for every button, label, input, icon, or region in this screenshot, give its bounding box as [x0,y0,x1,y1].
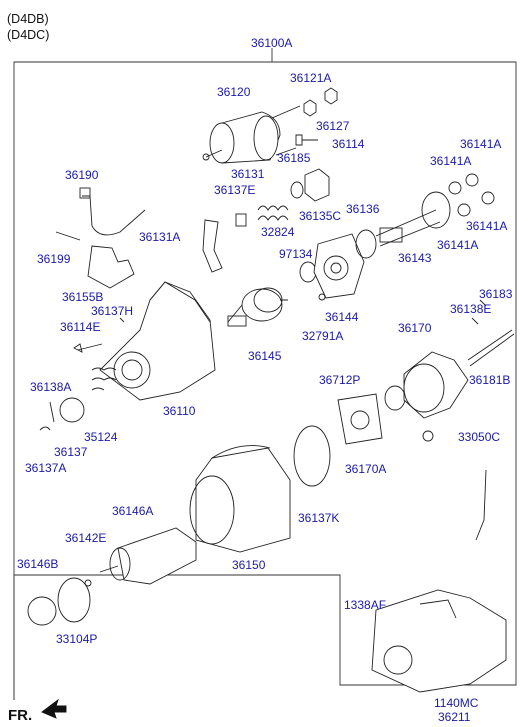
front-direction-label: FR. [8,707,33,724]
part-label-36170A[interactable]: 36170A [345,462,387,476]
washer-36146b [27,596,57,626]
part-label-36141A-4[interactable]: 36141A [437,238,479,252]
bracket-36155b [87,245,135,289]
gear-housing-36144 [313,233,365,299]
clip-36138a [49,401,55,423]
part-label-36137E[interactable]: 36137E [214,183,256,197]
yoke-36150 [189,445,291,553]
part-label-97134[interactable]: 97134 [279,247,313,261]
oring-36137k [293,425,331,487]
part-label-36190[interactable]: 36190 [65,168,99,182]
part-label-36136[interactable]: 36136 [346,202,380,216]
engine-code-d4dc: (D4DC) [7,28,50,42]
planet-gear-1 [448,181,462,195]
part-label-36150[interactable]: 36150 [232,558,266,572]
part-label-36145[interactable]: 36145 [248,349,282,363]
part-label-36137A[interactable]: 36137A [25,461,67,475]
part-label-36155B[interactable]: 36155B [62,290,104,304]
part-label-36114E[interactable]: 36114E [60,320,101,334]
part-label-36120[interactable]: 36120 [217,85,251,99]
part-label-36712P[interactable]: 36712P [319,373,361,387]
part-label-36142E[interactable]: 36142E [65,531,107,545]
part-label-36131[interactable]: 36131 [231,167,265,181]
part-label-36131A[interactable]: 36131A [139,230,181,244]
planet-gear-2 [465,173,479,187]
part-label-32791A[interactable]: 32791A [302,329,344,343]
part-label-36138E[interactable]: 36138E [450,302,492,316]
part-label-36144[interactable]: 36144 [325,310,359,324]
pinion-part [227,287,288,327]
bolt-33050c [422,430,434,442]
harness-36190 [82,195,146,236]
part-label-36110[interactable]: 36110 [163,404,196,418]
clip-36137a [39,426,51,431]
part-label-36211[interactable]: 36211 [438,710,471,724]
part-label-36114[interactable]: 36114 [332,137,365,151]
part-label-36146A[interactable]: 36146A [112,504,154,518]
pin-36137e [235,213,247,227]
part-label-36141A-1[interactable]: 36141A [460,137,502,151]
housing-part [99,281,216,401]
ring-36142e [84,579,92,587]
part-label-36185[interactable]: 36185 [277,151,311,165]
part-label-36170[interactable]: 36170 [398,321,432,335]
part-label-32824[interactable]: 32824 [261,225,295,239]
part-label-36183[interactable]: 36183 [479,287,513,301]
solenoid-part [202,105,301,164]
rear-cover-36170 [403,351,469,419]
screw-36114 [295,134,318,146]
bolt-36181b [467,329,515,367]
part-label-1140MC[interactable]: 1140MC [434,696,479,710]
nut-36121a [303,99,317,117]
part-label-36121A[interactable]: 36121A [290,71,332,85]
spring-32824 [257,205,289,221]
screw-36138e [471,317,479,325]
spring-35124 [91,367,117,391]
washer-36185 [290,181,304,199]
gear-36137 [59,397,85,423]
planet-gear-3 [481,191,495,205]
part-label-36199[interactable]: 36199 [37,252,71,266]
shaft-36143 [375,191,451,247]
part-label-33050C[interactable]: 33050C [458,430,501,444]
fr-arrow [41,698,67,719]
bolt-36199 [55,231,81,241]
part-label-36127[interactable]: 36127 [316,119,350,133]
nut-36127 [324,87,338,105]
engine-code-d4db: (D4DB) [7,12,49,26]
brush-holder-36170a [337,393,383,445]
bolt-36183 [479,299,487,307]
ring-32791a [318,293,326,301]
ring-36136 [355,229,377,259]
part-label-33104P[interactable]: 33104P [56,632,98,646]
part-label-1338AF[interactable]: 1338AF [344,598,387,612]
part-label-36181B[interactable]: 36181B [469,373,511,387]
part-label-36141A-3[interactable]: 36141A [466,219,508,233]
part-label-36100A[interactable]: 36100A [251,36,293,50]
part-label-36138A[interactable]: 36138A [30,380,72,394]
part-label-36146B[interactable]: 36146B [17,557,59,571]
part-label-36137H[interactable]: 36137H [91,304,134,318]
assembled-starter [371,469,507,693]
bolt-36114e [73,343,103,353]
screw-36137h [119,317,125,323]
ring-36712p [384,385,406,411]
oring-33104p [57,577,91,623]
cap-36135c [304,168,330,202]
armature-36146a [99,527,197,585]
part-label-35124[interactable]: 35124 [84,430,118,444]
part-label-36143[interactable]: 36143 [398,251,432,265]
lever-36131a [202,219,223,273]
part-label-36141A-2[interactable]: 36141A [430,154,472,168]
part-label-36135C[interactable]: 36135C [299,209,342,223]
part-label-36137K[interactable]: 36137K [298,511,340,525]
part-label-36137[interactable]: 36137 [54,445,88,459]
planet-gear-4 [457,203,471,217]
